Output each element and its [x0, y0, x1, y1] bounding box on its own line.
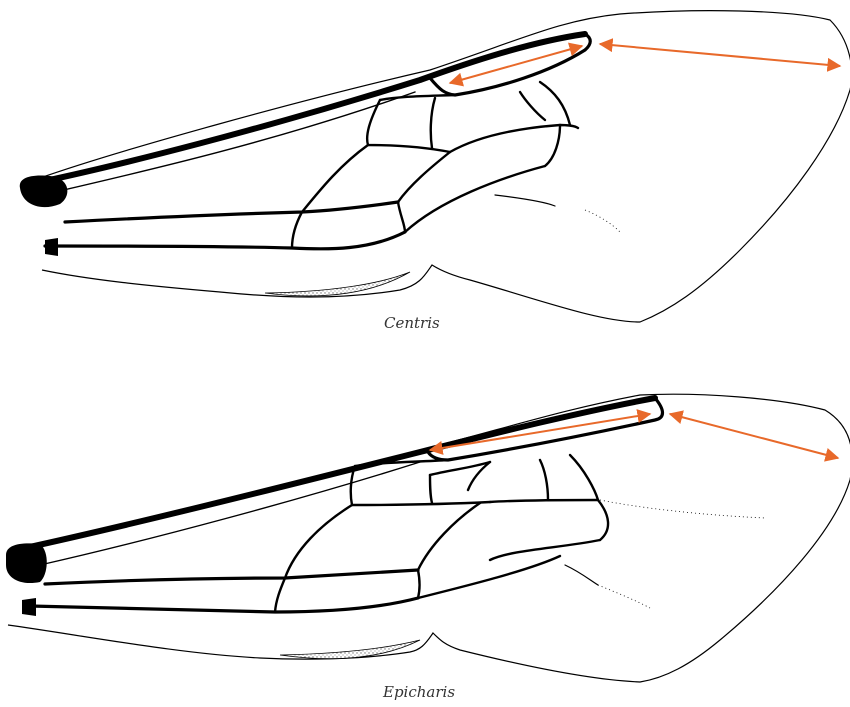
epicharis-wing-outline	[8, 394, 850, 682]
centris-label: Centris	[384, 314, 440, 332]
epicharis-wing	[6, 394, 850, 682]
centris-wing	[20, 11, 850, 322]
epicharis-wing-base	[6, 543, 47, 583]
epicharis-label: Epicharis	[383, 683, 455, 701]
